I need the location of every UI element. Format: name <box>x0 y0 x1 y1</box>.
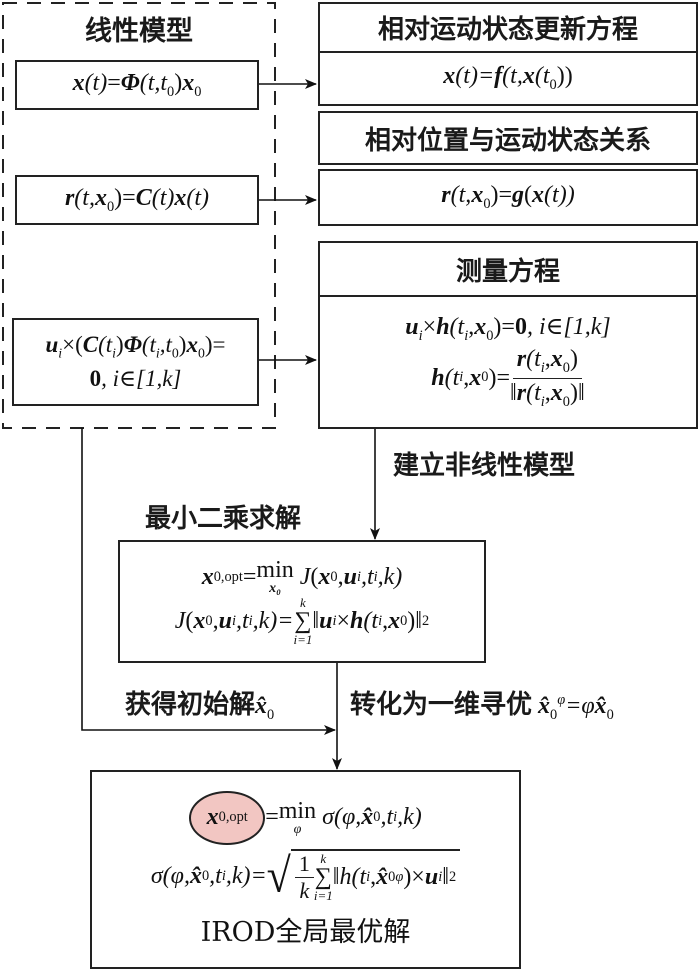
linear-eq2-box: r(t,x0)=C(t)x(t) <box>15 175 259 225</box>
linear-eq1: x(t)=Φ(t,t0)x0 <box>72 69 202 100</box>
one-dim-search-label: 转化为一维寻优 x̂0φ=φx̂0 <box>350 690 614 723</box>
arrow-linear-to-initial-solution <box>81 428 336 735</box>
linear-model-title: 线性模型 <box>85 15 193 47</box>
state-update-eq: x(t)=f(t,x(t0)) <box>443 63 573 93</box>
final-caption: IROD全局最优解 <box>200 916 411 948</box>
build-nonlinear-label: 建立非线性模型 <box>393 451 576 481</box>
state-update-title: 相对运动状态更新方程 <box>318 2 698 53</box>
initial-solution-label: 获得初始解x̂0 <box>125 690 275 723</box>
linear-eq3-box: ui×(C(ti)Φ(ti,t0)x0)= 0, i∈[1,k] <box>12 318 259 406</box>
position-relation-title: 相对位置与运动状态关系 <box>318 111 698 165</box>
measurement-title: 测量方程 <box>318 241 698 297</box>
linear-model-dashed-frame <box>2 2 276 429</box>
linear-eq3-line1: ui×(C(ti)Φ(ti,t0)x0)= <box>45 331 226 361</box>
least-squares-label: 最小二乘求解 <box>145 504 302 534</box>
measurement-eq1: ui×h(ti,x0)=0, i∈[1,k] <box>405 314 611 345</box>
position-relation-eq: r(t,x0)=g(x(t)) <box>441 182 575 212</box>
linear-eq3-line2: 0, i∈[1,k] <box>89 365 182 391</box>
position-relation-eq-box: r(t,x0)=g(x(t)) <box>318 169 698 226</box>
state-update-eq-box: x(t)=f(t,x(t0)) <box>318 51 698 106</box>
linear-eq1-box: x(t)=Φ(t,t0)x0 <box>15 60 259 110</box>
linear-eq2: r(t,x0)=C(t)x(t) <box>64 184 210 215</box>
measurement-fraction: r(ti,x0) ‖r(ti,x0)‖ <box>510 346 585 410</box>
